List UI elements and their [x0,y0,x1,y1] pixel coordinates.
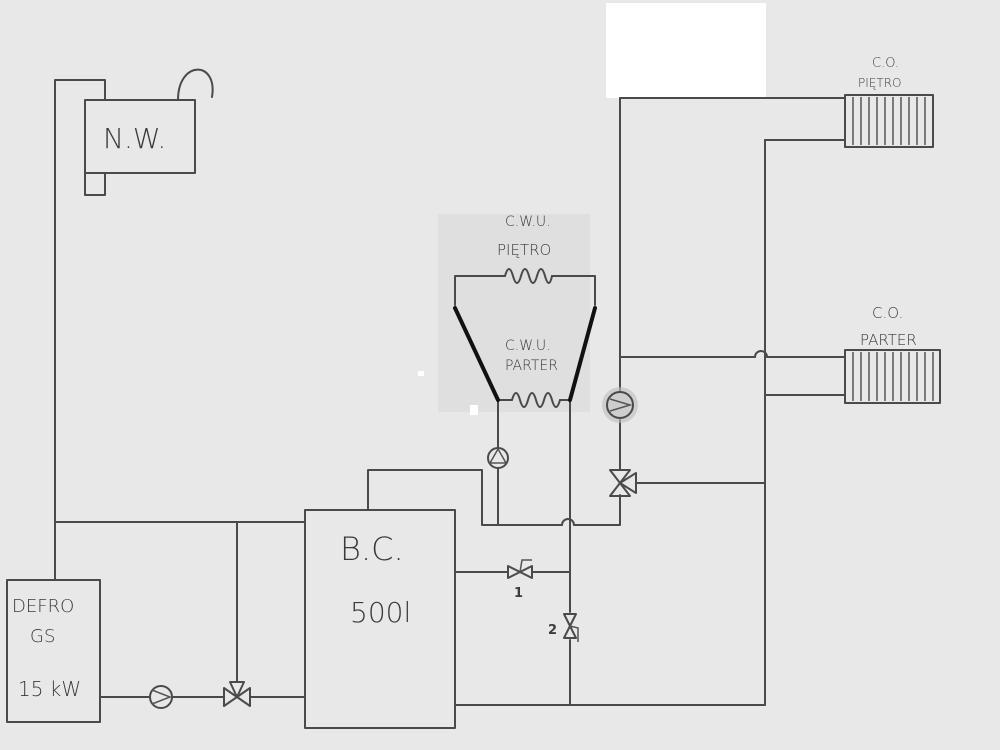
radiator-co-parter: C.O. PARTER [844,304,941,404]
cwu-marker-connections [453,306,597,402]
cwu-lower-label-line1: C.W.U. [505,338,551,354]
boiler-label-line3: 15 kW [18,677,81,701]
white-patch [606,3,766,98]
boiler-pump-icon [149,685,173,709]
nw-label: N.W. [103,122,166,155]
coil-icon [504,268,553,284]
co-upper-label-line1: C.O. [872,56,899,71]
vent-hook-icon [177,68,214,101]
coil-icon [511,392,561,408]
cwu-lower-label-line2: PARTER [505,358,558,374]
co-mixing-valve-icon [609,469,637,497]
boiler-label-line2: GS [30,626,55,647]
co-lower-label-line2: PARTER [860,331,917,349]
boiler-label-line1: DEFRO [12,596,74,617]
valve-1-label: 1 [514,586,523,601]
expansion-tank-nw: N.W. [54,68,214,196]
boiler-mixing-valve-icon [223,681,251,707]
valve-2-label: 2 [548,623,557,638]
piping [54,97,846,706]
speck [470,405,478,415]
co-pump-icon [602,387,638,423]
tank-label-line1: B.C. [340,530,404,568]
cwu-pump-icon [487,447,509,469]
speck [418,371,424,376]
tank-label-line2: 500l [350,596,411,629]
valve-2-icon: 2 [548,613,579,642]
valve-1-icon: 1 [507,559,533,601]
buffer-tank: B.C. 500l [304,509,456,729]
radiator-co-pietro: C.O. PIĘTRO [844,56,934,148]
co-lower-label-line1: C.O. [872,304,903,322]
cwu-upper-label-line2: PIĘTRO [497,241,551,259]
co-upper-label-line2: PIĘTRO [858,76,901,90]
cwu-upper-label-line1: C.W.U. [505,214,551,230]
cwu-highlight-area [438,214,590,412]
boiler-defro: DEFRO GS 15 kW [6,579,101,723]
cwu-upper-coil: C.W.U. PIĘTRO [454,214,596,306]
cwu-lower-coil: C.W.U. PARTER [497,338,571,408]
